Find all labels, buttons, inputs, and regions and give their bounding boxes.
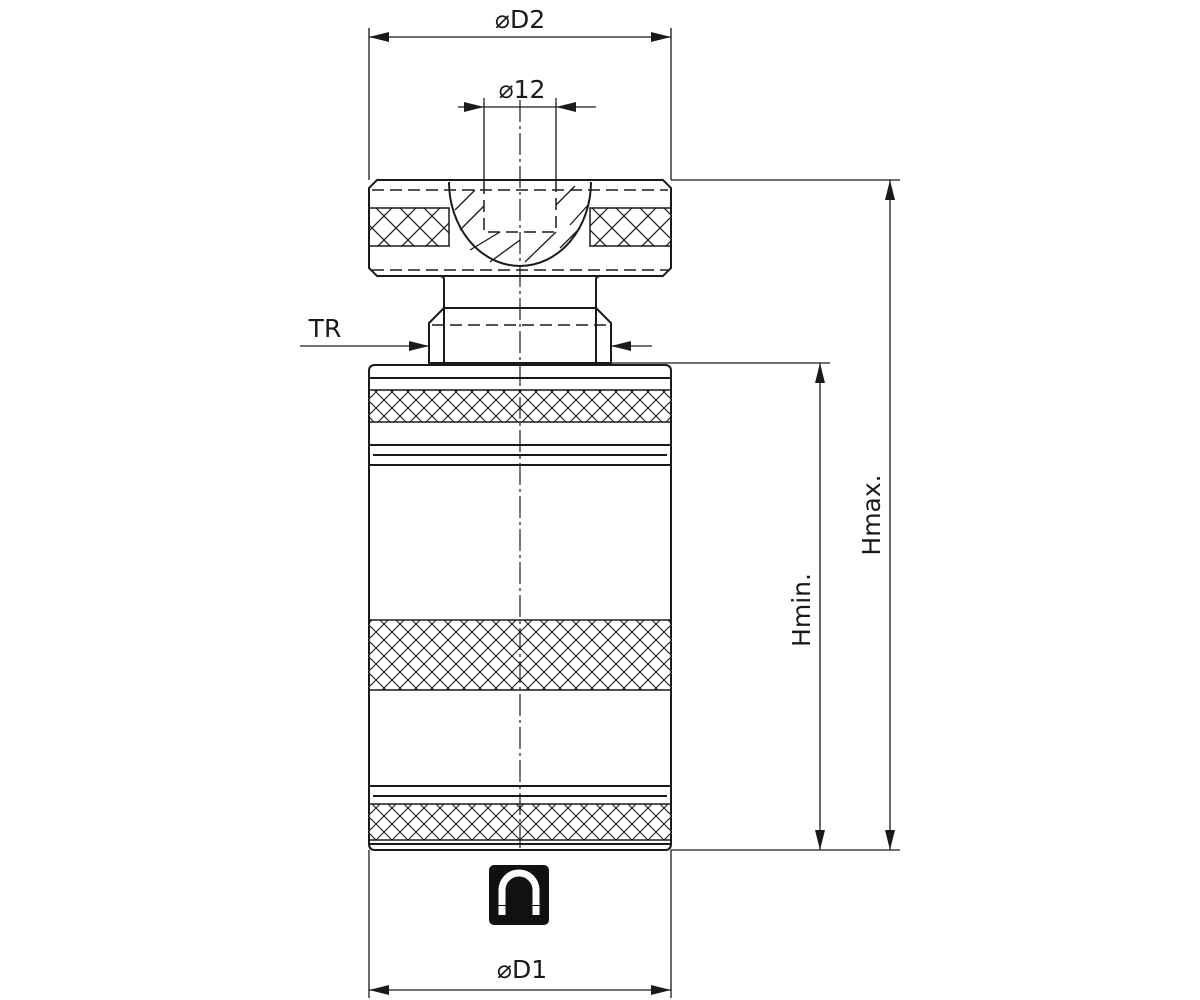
label-d1: ⌀D1: [497, 955, 547, 984]
magnet-icon: [489, 865, 549, 925]
dimension-hmin: Hmin.: [611, 362, 900, 851]
label-d2: ⌀D2: [495, 5, 545, 34]
dimension-d1: ⌀D1: [368, 850, 672, 998]
label-hmin: Hmin.: [787, 573, 816, 647]
dimension-d12: ⌀12: [458, 75, 596, 182]
label-hmax: Hmax.: [857, 474, 886, 555]
threaded-spindle: [428, 275, 612, 364]
dimension-d2: ⌀D2: [368, 5, 672, 180]
dimension-tr: TR: [300, 314, 652, 351]
swivel-cap: [368, 179, 672, 277]
label-d12: ⌀12: [499, 75, 546, 104]
label-tr: TR: [308, 314, 342, 343]
dimension-hmax: Hmax.: [671, 179, 900, 850]
body: [368, 364, 672, 851]
